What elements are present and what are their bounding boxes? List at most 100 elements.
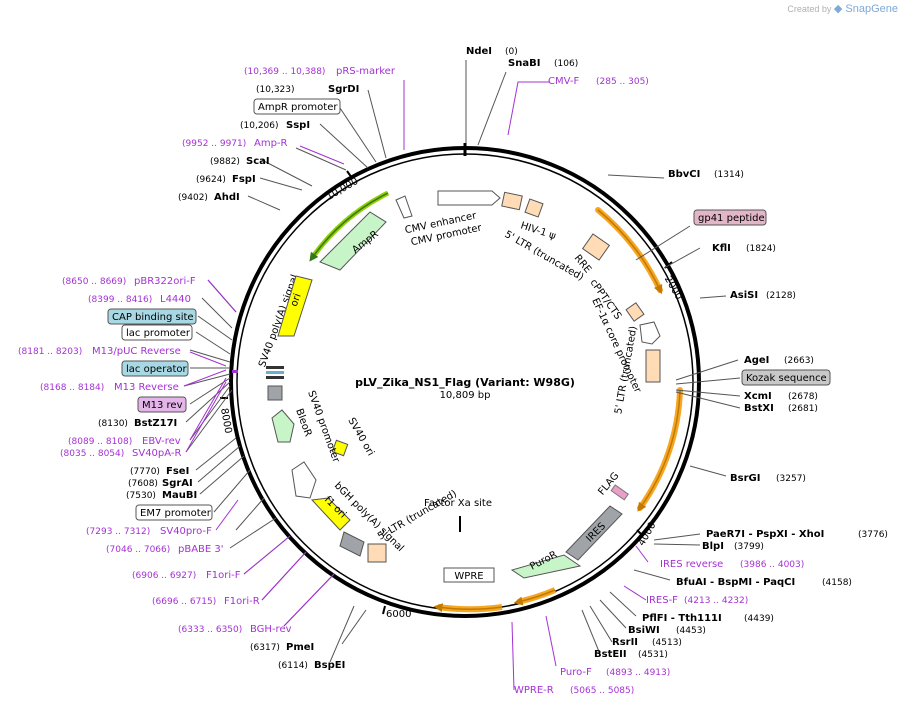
primer-bgh-rev[interactable]: BGH-rev [250,624,292,635]
enzyme-bsteii[interactable]: BstEII [594,649,627,660]
enzyme-bbvci[interactable]: BbvCI [668,169,700,180]
enzyme-paer7i-pspxi-xhoi[interactable]: PaeR7I - PspXI - XhoI [706,529,824,540]
primer-puro-f[interactable]: Puro-F [560,667,592,678]
primer-m13-reverse[interactable]: M13 Reverse [114,382,179,393]
snapgene-credit: Created by ◆ SnapGene [787,2,898,15]
lac-operator-label[interactable]: lac operator [126,364,187,375]
primer-pbr322ori-f[interactable]: pBR322ori-F [134,276,196,287]
m13rev-label[interactable]: M13 rev [142,400,183,411]
enzyme-fspi[interactable]: FspI [232,174,256,185]
tick-6000: 6000 [386,609,411,620]
enzyme-sgrai[interactable]: SgrAI [162,478,193,489]
enzyme-maubi[interactable]: MauBI [162,490,197,501]
wpre-label: WPRE [454,571,483,582]
enzyme-pmei[interactable]: PmeI [286,642,314,653]
enzyme-kfli[interactable]: KflI [712,243,731,254]
primer-cmv-f[interactable]: CMV-F [548,76,579,87]
enzyme-bstxi[interactable]: BstXI [744,403,774,414]
enzyme-sgrdi-coord: (10,323) [256,85,295,95]
enzyme-fsei[interactable]: FseI [166,466,189,477]
enzyme-ahdi[interactable]: AhdI [214,192,240,203]
primer-ires-f[interactable]: IRES-F [646,595,678,606]
ltr5b-shape [645,349,661,383]
primer-ires-reverse[interactable]: IRES reverse [660,559,723,570]
primer-m13-reverse-coord: (8168 .. 8184) [40,383,104,393]
lac-operator-box [121,360,189,377]
ires-shape [565,505,623,561]
rre-shape [581,233,611,261]
enzyme-blpi[interactable]: BlpI [702,541,724,552]
enzyme-fsei-coord: (7770) [130,467,160,477]
enzyme-asisi[interactable]: AsiSI [730,290,758,301]
ef1a-shape [639,321,661,345]
plasmid-name: pLV_Zika_NS1_Flag (Variant: W98G) [355,376,575,389]
enzyme-scai[interactable]: ScaI [246,156,270,167]
right-leaders [329,60,741,663]
enzyme-bstz17i-coord: (8130) [98,419,128,429]
snapgene-brand: ◆ SnapGene [833,3,898,15]
primer-puro-f-coord: (4893 .. 4913) [606,668,670,678]
enzyme-rsrii-coord: (4513) [652,638,682,648]
primer-f1ori-f[interactable]: F1ori-F [206,570,241,581]
enzyme-sspi-coord: (10,206) [240,121,279,131]
enzyme-sgrdi[interactable]: SgrDI [328,84,359,95]
enzyme-agei[interactable]: AgeI [744,355,769,366]
gp41-label[interactable]: gp41 peptide [698,213,765,224]
enzyme-ndei[interactable]: NdeI [466,46,492,57]
primer-pbabe3[interactable]: pBABE 3' [178,544,224,555]
enzyme-sspi[interactable]: SspI [286,120,310,131]
enzyme-pflfi-tth111i[interactable]: PflFI - Tth111I [642,613,722,624]
orange-arrow-4-line [433,603,503,613]
enzyme-bspei[interactable]: BspEI [314,660,345,671]
primer-cmv-f-coord: (285 .. 305) [596,77,649,87]
enzyme-pflfi-coord: (4439) [744,614,774,624]
lac-promoter-label[interactable]: lac promoter [126,328,191,339]
enzyme-bsiwi[interactable]: BsiWI [628,625,660,636]
cap-label[interactable]: CAP binding site [112,312,194,323]
bleor-label: BleoR [293,407,313,438]
primer-sv40pro-f[interactable]: SV40pro-F [160,526,212,537]
orange-arrow-2-line [637,389,681,512]
primer-prs-marker[interactable]: pRS-marker [336,66,396,77]
enzyme-bsrgi[interactable]: BsrGI [730,473,760,484]
plasmid-size: 10,809 bp [440,390,491,401]
flag-shape [610,484,629,501]
factorxa-label: Factor Xa site [424,498,492,509]
gp41-box [693,209,767,226]
ampr-promoter-label[interactable]: AmpR promoter [258,102,338,113]
primer-pbr322ori-f-coord: (8650 .. 8669) [62,277,126,287]
enzyme-bspei-coord: (6114) [278,661,308,671]
primer-l4440[interactable]: L4440 [160,294,191,305]
primer-f1ori-r[interactable]: F1ori-R [224,596,260,607]
bleor-shape [271,409,295,443]
primer-m13puc[interactable]: M13/pUC Reverse [92,346,181,357]
enzyme-paer7i-coord: (3776) [858,530,888,540]
primer-ebv-rev[interactable]: EBV-rev [142,436,181,447]
ori-label: ori [289,292,304,308]
primer-sv40pro-f-coord: (7293 .. 7312) [86,527,150,537]
m13rev-box [137,396,187,413]
primer-sv40pa-r[interactable]: SV40pA-R [132,448,181,459]
em7-label[interactable]: EM7 promoter [140,508,212,519]
sv40prom-shape [291,461,317,499]
green-arrow-line [309,192,389,262]
ori-shape [277,275,313,337]
primer-amp-r-coord: (9952 .. 9971) [182,139,246,149]
enzyme-snabi[interactable]: SnaBI [508,58,540,69]
enzyme-fspi-coord: (9624) [196,175,226,185]
enzyme-maubi-coord: (7530) [126,491,156,501]
enzyme-rsrii[interactable]: RsrII [612,637,638,648]
enzyme-kfli-coord: (1824) [746,244,776,254]
puror-shape [510,554,582,579]
primer-amp-r[interactable]: Amp-R [254,138,288,149]
enzyme-bsteii-coord: (4531) [638,650,668,660]
primer-wpre-r[interactable]: WPRE-R [514,685,554,696]
enzyme-pmei-coord: (6317) [250,643,280,653]
enzyme-bstz17i[interactable]: BstZ17I [134,418,177,429]
enzyme-ahdi-coord: (9402) [178,193,208,203]
enzyme-bfuai-bspmi-paqci[interactable]: BfuAI - BspMI - PaqCI [676,577,795,588]
enzyme-xcmi[interactable]: XcmI [744,391,772,402]
kozak-label[interactable]: Kozak sequence [746,373,827,384]
primer-ebv-rev-coord: (8089 .. 8108) [68,437,132,447]
